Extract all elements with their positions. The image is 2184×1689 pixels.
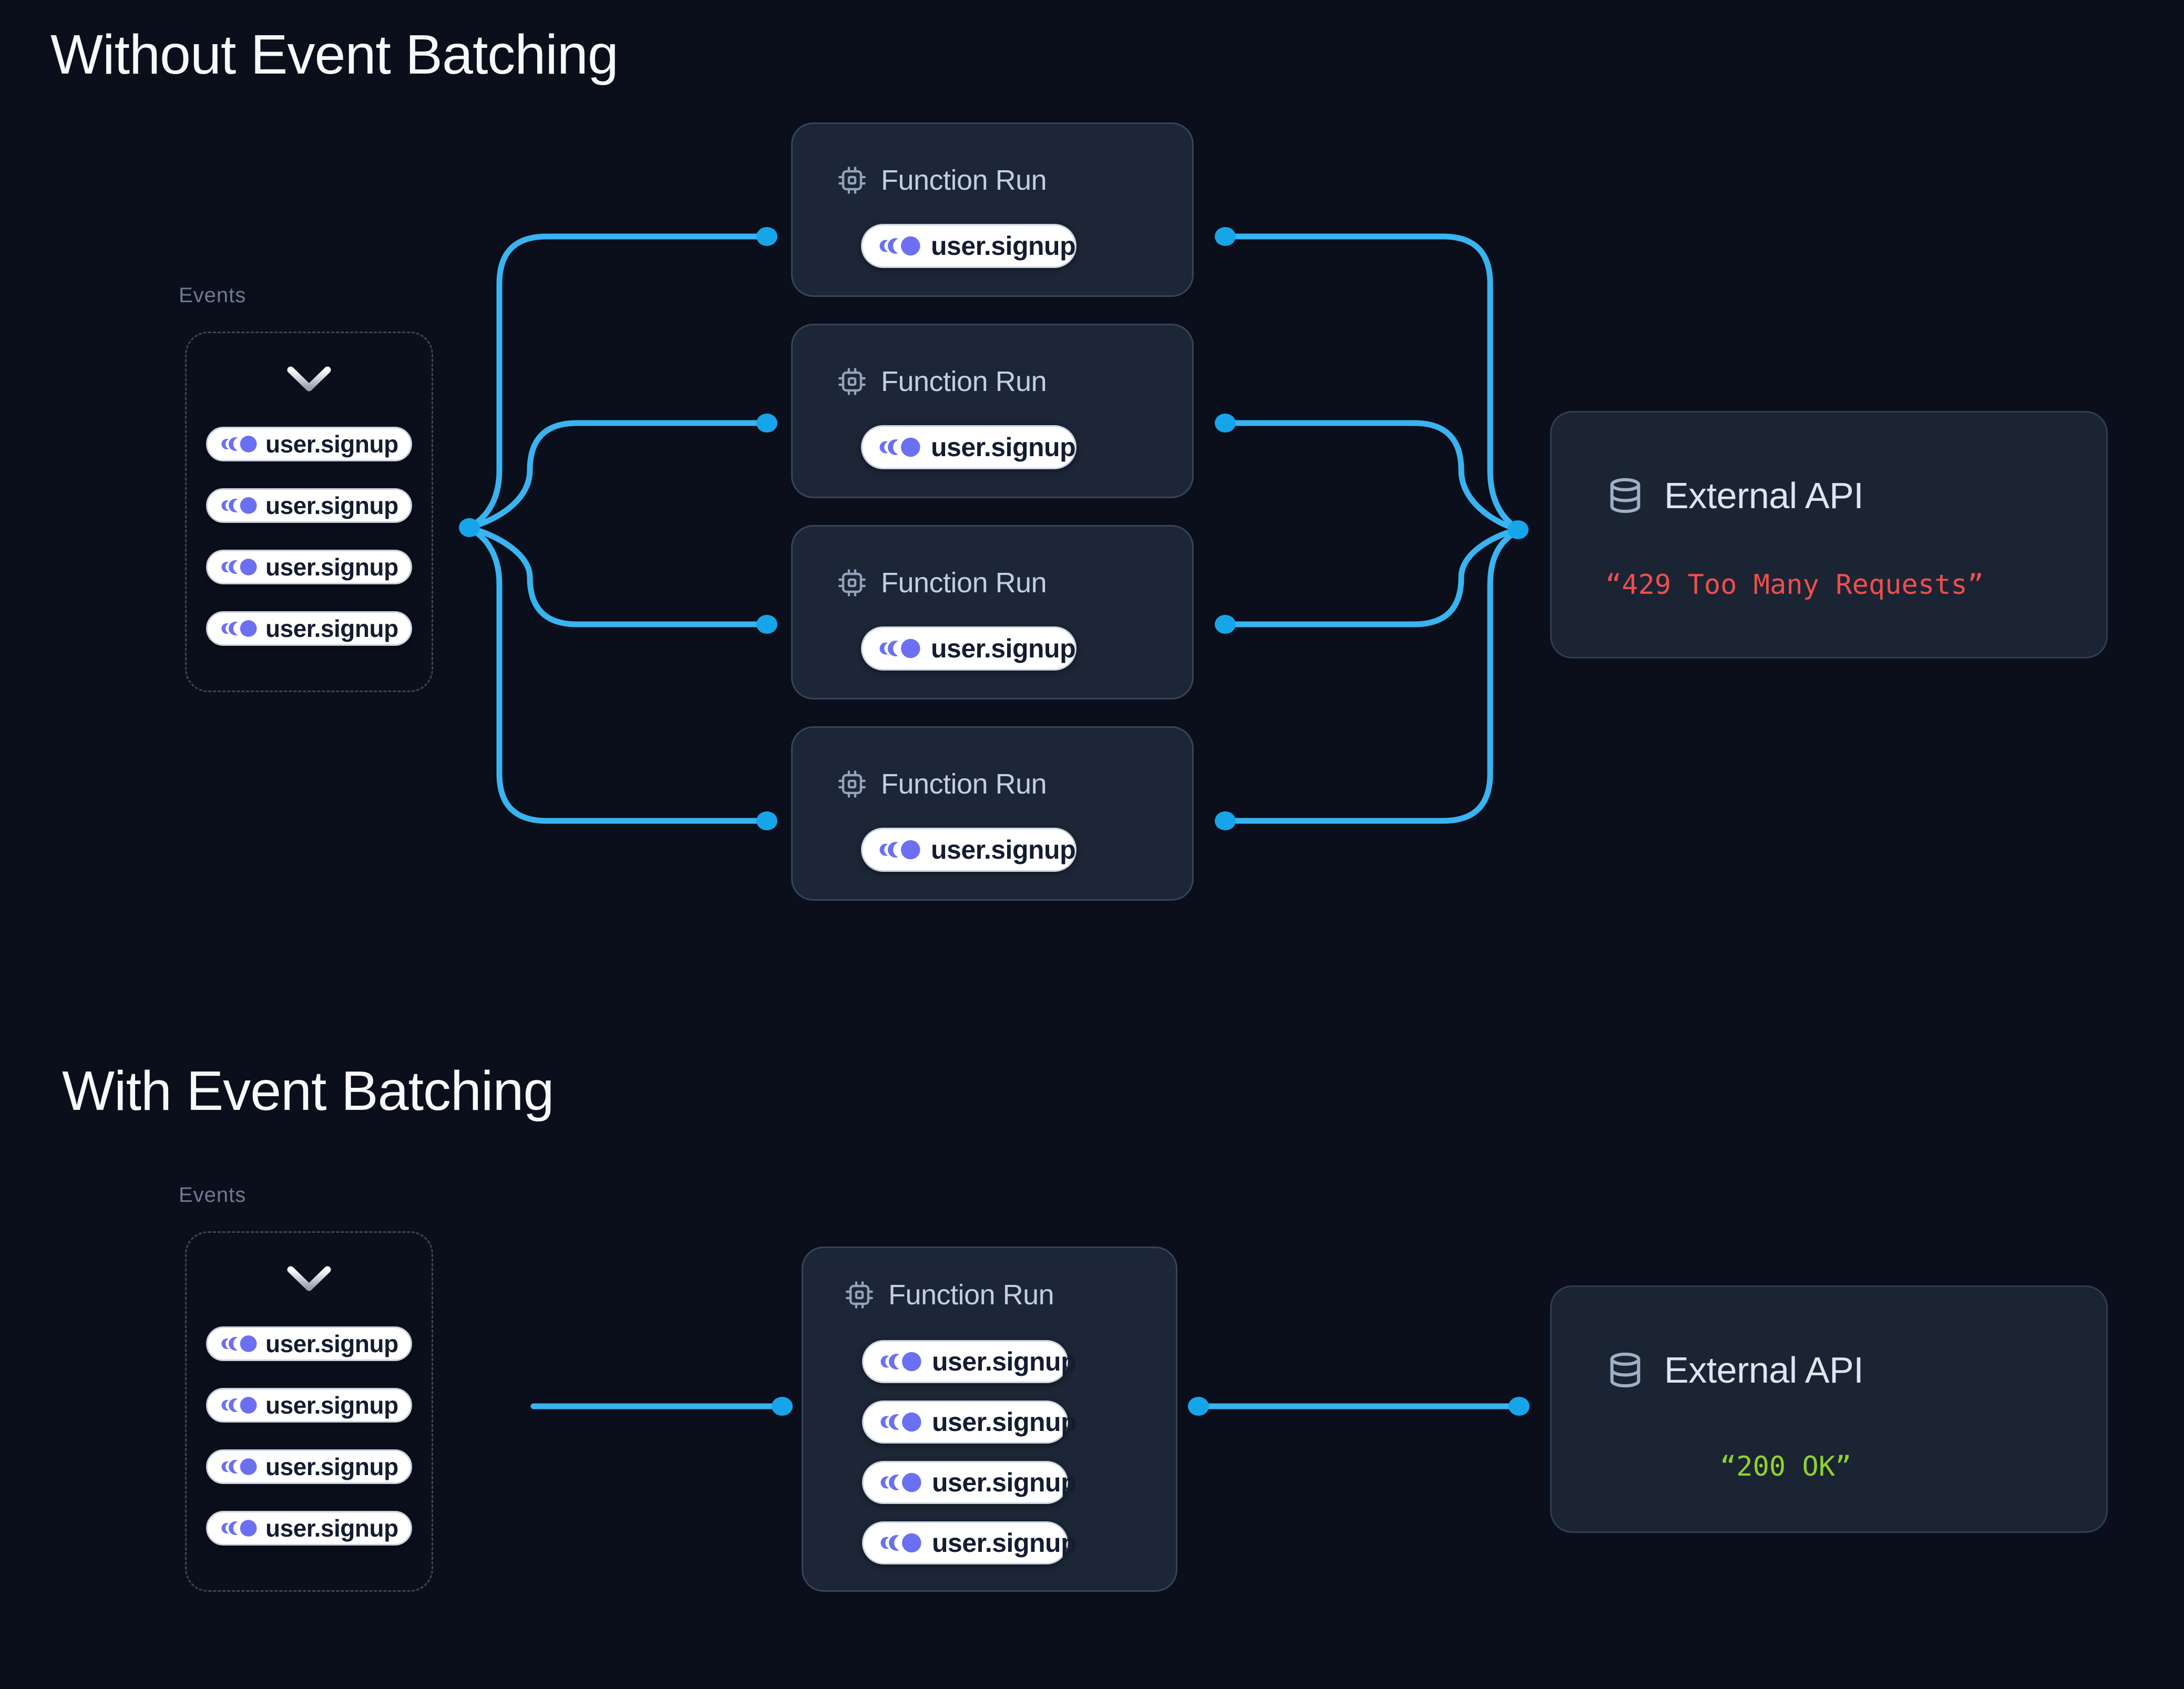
event-pill-label: user.signup bbox=[931, 432, 1076, 462]
event-pill: user.signup bbox=[206, 427, 412, 461]
event-pill: user.signup bbox=[861, 224, 1076, 268]
event-icon bbox=[221, 1520, 257, 1537]
event-pill-label: user.signup bbox=[265, 1453, 398, 1480]
function-run-title-row: Function Run bbox=[837, 365, 1192, 398]
wire-merge-3 bbox=[1222, 527, 1521, 627]
batched-pills-column: user.signup user.signup user.signup bbox=[844, 1340, 1176, 1564]
event-icon bbox=[221, 1335, 257, 1352]
event-icon bbox=[880, 1412, 921, 1432]
function-run-title-row: Function Run bbox=[837, 164, 1192, 197]
event-pill-label: user.signup bbox=[932, 1347, 1077, 1376]
function-run-label: Function Run bbox=[881, 567, 1047, 599]
function-run-label: Function Run bbox=[881, 164, 1047, 196]
event-icon bbox=[221, 1458, 257, 1475]
function-run-title-row: Function Run bbox=[837, 768, 1192, 800]
function-run-label: Function Run bbox=[881, 366, 1047, 397]
event-pill: user.signup bbox=[861, 828, 1076, 872]
cpu-icon bbox=[838, 770, 866, 798]
event-icon bbox=[221, 620, 257, 637]
api-status-error: “429 Too Many Requests” bbox=[1605, 569, 1984, 601]
wire-fanout-4 bbox=[466, 525, 770, 824]
event-pill: user.signup bbox=[861, 425, 1076, 469]
event-pill: user.signup bbox=[206, 550, 412, 584]
external-api-title-row: External API bbox=[1605, 1349, 2106, 1391]
event-icon bbox=[221, 497, 257, 514]
function-run-card-batched: Function Run user.signup user.signup bbox=[802, 1247, 1177, 1592]
wire-fanout-1 bbox=[466, 233, 770, 530]
external-api-card: External API “429 Too Many Requests” bbox=[1550, 411, 2108, 658]
section-title-with-batching: With Event Batching bbox=[62, 1060, 554, 1122]
event-pill-label: user.signup bbox=[931, 835, 1076, 864]
cpu-icon bbox=[846, 1281, 873, 1309]
function-run-label: Function Run bbox=[888, 1279, 1054, 1311]
event-icon bbox=[880, 1533, 921, 1553]
function-run-label: Function Run bbox=[881, 768, 1047, 800]
wire-fanout-2 bbox=[466, 420, 770, 530]
event-icon bbox=[880, 1472, 921, 1492]
chevron-down-icon bbox=[287, 366, 331, 392]
event-icon bbox=[221, 559, 257, 575]
event-icon bbox=[221, 436, 257, 452]
event-icon bbox=[221, 1397, 257, 1414]
function-run-card: Function Run user.signup bbox=[791, 324, 1194, 498]
event-pill: user.signup bbox=[206, 1511, 412, 1546]
cpu-icon bbox=[838, 167, 866, 194]
event-pill-label: user.signup bbox=[265, 430, 398, 458]
event-pill: user.signup bbox=[862, 1461, 1077, 1504]
event-pill-label: user.signup bbox=[932, 1528, 1077, 1558]
external-api-card: External API “200 OK” bbox=[1550, 1285, 2108, 1533]
event-pill: user.signup bbox=[206, 611, 412, 646]
external-api-label: External API bbox=[1664, 475, 1864, 516]
event-pill-label: user.signup bbox=[932, 1468, 1077, 1497]
event-pill-label: user.signup bbox=[265, 1515, 398, 1542]
function-run-card: Function Run user.signup bbox=[791, 726, 1194, 901]
event-pill: user.signup bbox=[862, 1521, 1077, 1564]
external-api-title-row: External API bbox=[1605, 475, 2106, 517]
event-pill: user.signup bbox=[862, 1340, 1077, 1383]
database-icon bbox=[1610, 1352, 1640, 1388]
function-run-card: Function Run user.signup bbox=[791, 122, 1194, 297]
event-pill: user.signup bbox=[206, 1326, 412, 1361]
connector-nodes bbox=[459, 227, 1530, 1416]
function-run-title-row: Function Run bbox=[837, 567, 1192, 599]
event-pill-label: user.signup bbox=[265, 615, 398, 642]
wire-merge-4 bbox=[1222, 527, 1521, 824]
database-icon bbox=[1610, 478, 1640, 513]
events-queue-box: user.signup user.signup user.signup bbox=[185, 332, 433, 692]
events-label: Events bbox=[179, 1183, 247, 1207]
event-pill: user.signup bbox=[206, 1449, 412, 1484]
event-pill-label: user.signup bbox=[265, 492, 398, 519]
cpu-icon bbox=[838, 569, 866, 596]
section-title-without-batching: Without Event Batching bbox=[50, 24, 619, 86]
api-status-success: “200 OK” bbox=[1720, 1451, 1852, 1482]
event-pill-label: user.signup bbox=[932, 1407, 1077, 1437]
event-pill: user.signup bbox=[206, 488, 412, 523]
function-run-card: Function Run user.signup bbox=[791, 525, 1194, 699]
wire-merge-2 bbox=[1222, 420, 1521, 532]
event-icon bbox=[879, 236, 920, 256]
wire-merge-1 bbox=[1222, 233, 1521, 532]
function-run-title-row: Function Run bbox=[844, 1279, 1176, 1311]
external-api-label: External API bbox=[1664, 1350, 1864, 1391]
events-queue-box: user.signup user.signup user.signup bbox=[185, 1231, 433, 1592]
event-pill: user.signup bbox=[862, 1400, 1077, 1444]
wire-fanout-3 bbox=[466, 525, 770, 627]
event-pill-label: user.signup bbox=[265, 1330, 398, 1357]
event-pill-label: user.signup bbox=[265, 553, 398, 581]
events-label: Events bbox=[179, 284, 247, 307]
event-icon bbox=[879, 437, 920, 457]
event-pill: user.signup bbox=[206, 1388, 412, 1423]
event-pill-label: user.signup bbox=[931, 231, 1076, 261]
event-icon bbox=[879, 638, 920, 658]
event-icon bbox=[880, 1352, 921, 1372]
event-pill: user.signup bbox=[861, 626, 1076, 671]
event-icon bbox=[879, 840, 920, 860]
cpu-icon bbox=[838, 368, 866, 395]
event-pill-label: user.signup bbox=[931, 634, 1076, 663]
chevron-down-icon bbox=[287, 1266, 331, 1291]
event-pill-label: user.signup bbox=[265, 1392, 398, 1419]
